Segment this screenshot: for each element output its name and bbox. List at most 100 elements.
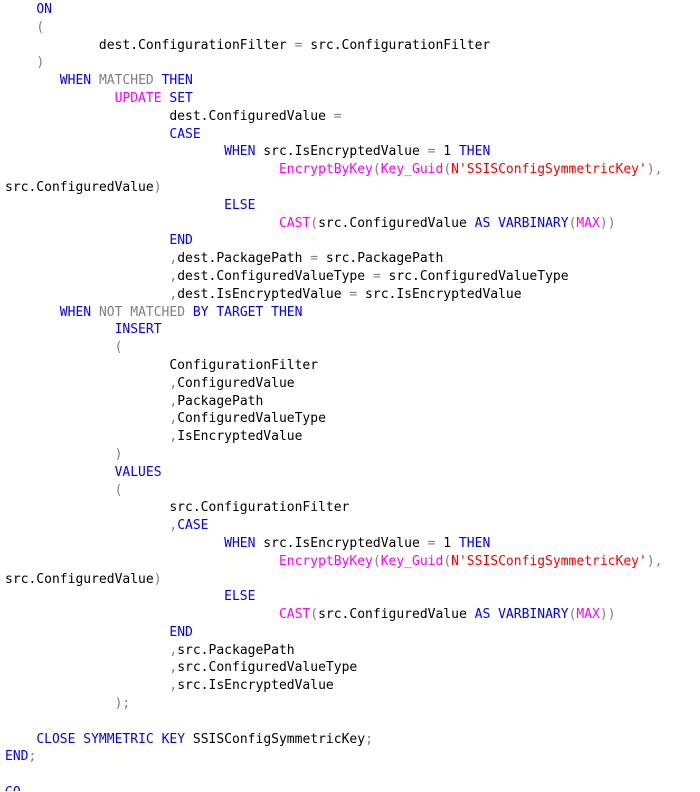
sql-operator: ( (568, 607, 577, 623)
sql-identifier: src.IsEncryptedValue (177, 678, 334, 694)
code-line: ConfigurationFilter (5, 357, 697, 375)
sql-operator: , (169, 518, 178, 534)
sql-identifier: src.ConfiguredValue (318, 215, 475, 231)
sql-operator: , (169, 660, 178, 676)
sql-identifier (154, 73, 162, 88)
sql-operator: )) (599, 607, 616, 623)
sql-identifier: IsEncryptedValue (177, 429, 303, 445)
code-line: ,src.ConfiguredValueType (5, 659, 697, 677)
sql-operator: ( (114, 340, 123, 356)
sql-identifier (5, 696, 115, 711)
sql-identifier: ConfiguredValueType (177, 411, 326, 427)
sql-identifier: dest.ConfiguredValueType (177, 268, 373, 284)
sql-identifier: src.ConfigurationFilter (5, 500, 350, 516)
sql-identifier: SSISConfigSymmetricKey (185, 731, 366, 747)
code-line: END; (5, 748, 697, 766)
sql-function: MAX (576, 607, 600, 623)
sql-identifier (5, 625, 169, 640)
sql-identifier (5, 483, 115, 498)
code-line: ( (5, 19, 697, 37)
sql-identifier (5, 447, 115, 462)
sql-operator: ); (114, 696, 131, 712)
sql-operator: MATCHED (130, 304, 186, 320)
code-line: src.ConfiguredValue) (5, 571, 697, 589)
sql-keyword: SYMMETRIC (83, 731, 154, 747)
sql-identifier: 1 (435, 144, 459, 160)
sql-identifier (5, 536, 224, 551)
sql-identifier: src.IsEncryptedValue (357, 286, 522, 302)
sql-identifier: PackagePath (177, 393, 264, 409)
sql-identifier: dest.PackagePath (177, 251, 311, 267)
code-line: ) (5, 54, 697, 72)
sql-identifier: src.PackagePath (318, 251, 444, 267)
sql-operator: ) (153, 571, 162, 587)
code-line: ,src.PackagePath (5, 642, 697, 660)
sql-operator: , (169, 678, 178, 694)
sql-keyword: ON (36, 2, 52, 17)
sql-operator: = (372, 268, 381, 284)
sql-operator: , (169, 429, 178, 445)
sql-identifier (5, 287, 169, 302)
sql-identifier: src.ConfiguredValue (5, 179, 154, 195)
sql-identifier (5, 376, 169, 391)
sql-identifier (5, 216, 279, 231)
code-line (5, 766, 697, 784)
sql-function: UPDATE (114, 90, 162, 106)
sql-operator: ( (310, 215, 319, 231)
sql-operator: ), (646, 162, 663, 178)
sql-identifier (5, 251, 169, 266)
sql-keyword: INSERT (114, 322, 162, 338)
sql-operator: , (169, 268, 178, 284)
code-line: EncryptByKey(Key_Guid(N'SSISConfigSymmet… (5, 553, 697, 571)
sql-identifier: src.ConfiguredValue (5, 571, 154, 587)
sql-function: Key_Guid (380, 553, 444, 569)
sql-identifier (5, 2, 36, 17)
sql-string-literal: N'SSISConfigSymmetricKey' (451, 553, 647, 569)
sql-keyword: CASE (169, 126, 201, 142)
sql-identifier (5, 518, 169, 533)
sql-operator: = (294, 37, 303, 53)
code-line: ELSE (5, 197, 697, 215)
sql-keyword: VARBINARY (498, 215, 569, 231)
sql-identifier: src.IsEncryptedValue (255, 144, 428, 160)
sql-operator: , (169, 286, 178, 302)
sql-function: MAX (576, 215, 600, 231)
code-line: dest.ConfigurationFilter = src.Configura… (5, 37, 697, 55)
sql-keyword: WHEN (59, 304, 92, 320)
sql-identifier (5, 127, 169, 142)
sql-operator: ) (153, 179, 162, 195)
sql-identifier (5, 678, 169, 693)
sql-operator: = (349, 286, 358, 302)
code-line: INSERT (5, 321, 697, 339)
sql-identifier (185, 305, 193, 320)
code-line: ,dest.PackagePath = src.PackagePath (5, 250, 697, 268)
sql-identifier: dest.ConfiguredValue (5, 108, 334, 124)
sql-identifier: 1 (435, 535, 459, 551)
sql-identifier (5, 162, 279, 177)
code-line: ( (5, 482, 697, 500)
code-line: ,dest.ConfiguredValueType = src.Configur… (5, 268, 697, 286)
sql-keyword: END (169, 624, 193, 640)
sql-operator: ), (646, 553, 663, 569)
sql-keyword: AS (474, 215, 491, 231)
code-line: src.ConfiguredValue) (5, 179, 697, 197)
sql-code-editor[interactable]: ON ( dest.ConfigurationFilter = src.Conf… (5, 1, 697, 791)
sql-operator: ; (365, 731, 373, 747)
sql-operator: , (169, 393, 178, 409)
code-line: ON (5, 1, 697, 19)
sql-operator: ; (28, 749, 37, 765)
sql-keyword: ELSE (224, 197, 256, 213)
code-line: UPDATE SET (5, 90, 697, 108)
code-line (5, 713, 697, 731)
sql-identifier (5, 465, 115, 480)
code-line: ELSE (5, 588, 697, 606)
sql-keyword: END (169, 233, 193, 249)
sql-identifier (5, 305, 60, 320)
sql-operator: NOT (98, 304, 123, 320)
sql-identifier (490, 216, 498, 231)
sql-identifier (5, 144, 224, 159)
sql-operator: = (427, 144, 436, 160)
sql-identifier (5, 394, 169, 409)
sql-operator: ) (36, 55, 45, 71)
sql-keyword: THEN (458, 535, 491, 551)
